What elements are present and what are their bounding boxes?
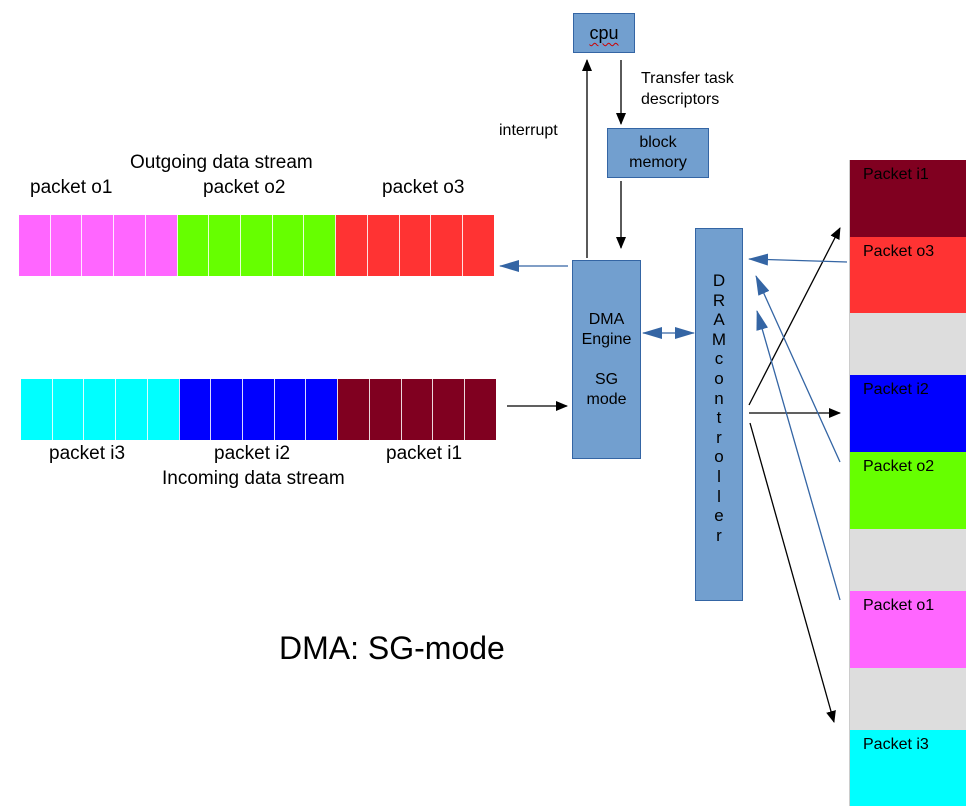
- memory-block-packet-i1: Packet i1: [849, 160, 966, 237]
- dma-engine-line2: Engine: [581, 330, 632, 348]
- outgoing-cell: [176, 215, 209, 276]
- dram-letter: o: [714, 447, 724, 467]
- incoming-cell: [242, 379, 274, 440]
- incoming-cell: [305, 379, 338, 440]
- memory-block-label: Packet o1: [863, 597, 935, 614]
- incoming-stream: [20, 379, 496, 440]
- outgoing-cell: [208, 215, 241, 276]
- memory-block-label: Packet i3: [863, 736, 929, 753]
- outgoing-cell: [462, 215, 494, 276]
- outgoing-cell: [18, 215, 50, 276]
- memory-block-label: Packet o2: [863, 458, 935, 475]
- memory-block-empty: [849, 313, 966, 375]
- interrupt-label: interrupt: [499, 122, 558, 139]
- dma-engine-line1: DMA: [588, 310, 625, 328]
- packet-i2-label: packet i2: [214, 443, 291, 464]
- dram-to-packet-i3-arrow: [749, 422, 836, 723]
- cpu-label: cpu: [589, 23, 619, 43]
- transfer-label-line2: descriptors: [641, 91, 720, 108]
- outgoing-cell: [398, 215, 431, 276]
- dram-letter: l: [717, 486, 721, 506]
- incoming-title: Incoming data stream: [162, 468, 345, 489]
- incoming-cell: [273, 379, 306, 440]
- incoming-cell: [146, 379, 179, 440]
- dram-letter: A: [713, 310, 725, 330]
- dram-letter: l: [717, 466, 721, 486]
- incoming-cell: [368, 379, 401, 440]
- incoming-cell: [115, 379, 147, 440]
- memory-block-label: Packet i1: [863, 166, 929, 183]
- outgoing-cell: [271, 215, 304, 276]
- memory-block-packet-o2: Packet o2: [849, 452, 966, 529]
- incoming-cell: [464, 379, 496, 440]
- incoming-cell: [432, 379, 465, 440]
- dram-letter: o: [714, 368, 724, 388]
- dma-engine-line3: SG: [594, 370, 619, 388]
- dram-letter: M: [711, 329, 727, 349]
- dram-letter: e: [714, 506, 724, 526]
- block-memory-line1: block: [639, 134, 677, 151]
- memory-block-packet-i3: Packet i3: [849, 730, 966, 806]
- packet-o1-to-dram-arrow: [756, 310, 841, 601]
- memory-block-packet-o3: Packet o3: [849, 237, 966, 313]
- block-memory-line2: memory: [629, 154, 687, 171]
- incoming-cell: [20, 379, 52, 440]
- cpu-box: cpu: [573, 13, 635, 53]
- outgoing-cell: [240, 215, 272, 276]
- memory-block-label: Packet i2: [863, 381, 929, 398]
- outgoing-cell: [81, 215, 114, 276]
- packet-o2-to-dram-arrow: [755, 275, 841, 463]
- outgoing-cell: [366, 215, 399, 276]
- incoming-cell: [337, 379, 369, 440]
- dram-letter: r: [716, 525, 722, 545]
- dram-letter: D: [712, 271, 726, 290]
- outgoing-cell: [335, 215, 367, 276]
- packet-i3-label: packet i3: [49, 443, 126, 464]
- main-title: DMA: SG-mode: [279, 630, 505, 666]
- memory-block-packet-i2: Packet i2: [849, 375, 966, 452]
- transfer-label-line1: Transfer task: [641, 70, 734, 87]
- packet-o2-label: packet o2: [203, 177, 286, 198]
- outgoing-cell: [49, 215, 82, 276]
- incoming-cell: [210, 379, 243, 440]
- dram-to-packet-i1-arrow: [748, 227, 841, 406]
- block-memory-box: block memory: [607, 128, 709, 178]
- outgoing-stream: [18, 215, 494, 276]
- memory-block-packet-o1: Packet o1: [849, 591, 966, 668]
- outgoing-cell: [303, 215, 336, 276]
- memory-block-empty: [849, 529, 966, 591]
- dram-letter: n: [714, 388, 724, 408]
- outgoing-cell: [430, 215, 463, 276]
- dram-letter: t: [716, 408, 722, 428]
- incoming-cell: [83, 379, 116, 440]
- dma-engine-line4: mode: [586, 390, 627, 408]
- incoming-cell: [178, 379, 211, 440]
- packet-o1-label: packet o1: [30, 177, 113, 198]
- memory-block-empty: [849, 668, 966, 730]
- outgoing-cell: [113, 215, 145, 276]
- outgoing-cell: [144, 215, 177, 276]
- outgoing-title: Outgoing data stream: [130, 152, 313, 173]
- packet-o3-to-dram-arrow: [748, 253, 848, 266]
- packet-o3-label: packet o3: [382, 177, 465, 198]
- incoming-cell: [51, 379, 84, 440]
- incoming-cell: [400, 379, 433, 440]
- dram-letter: c: [714, 349, 724, 369]
- packet-i1-label: packet i1: [386, 443, 463, 464]
- dram-letter: r: [716, 427, 722, 447]
- memory-block-label: Packet o3: [863, 243, 935, 260]
- dma-engine-box: DMA Engine SG mode: [572, 260, 641, 459]
- dram-letter: R: [712, 290, 726, 310]
